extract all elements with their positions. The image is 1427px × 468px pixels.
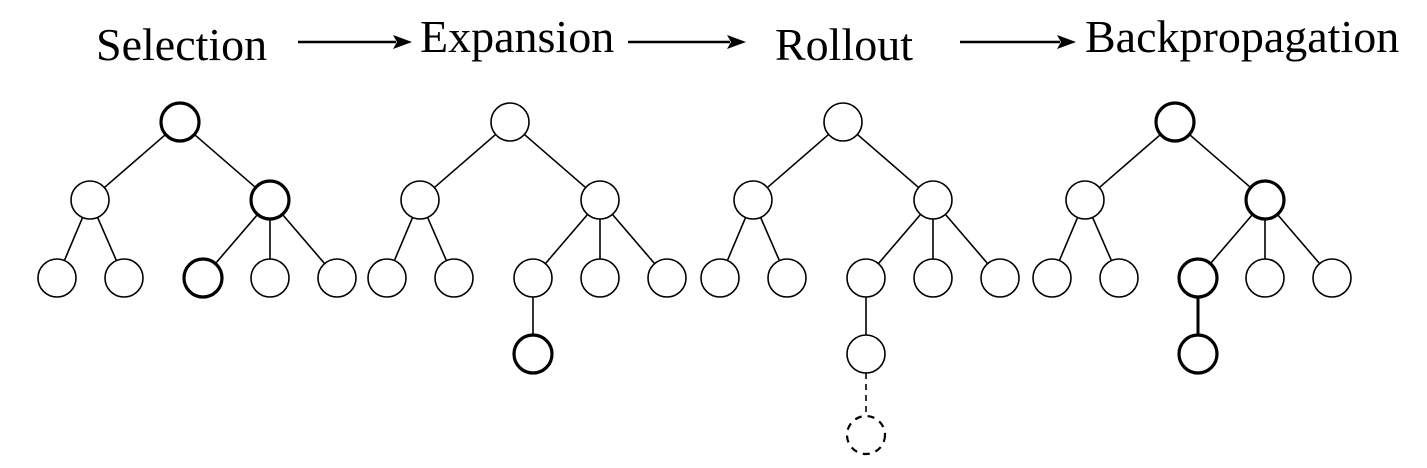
node-selection-root [159,101,201,143]
edge-selection-root-L [103,133,167,189]
edge-selection-L-L2 [96,217,118,261]
node-expansion-R3 [647,258,687,298]
node-expansion-R2 [580,258,620,298]
edge-selection-R-R1 [214,213,259,265]
node-expansion-L [400,180,440,220]
edge-rollout-R-R3 [944,213,989,265]
trees-group [37,101,1352,456]
node-rollout-R2 [913,258,953,298]
edge-backpropagation-R-R3 [1276,213,1321,265]
node-backpropagation-R [1244,179,1286,221]
node-expansion-E [512,333,554,375]
node-rollout-root [823,102,863,142]
arrow-selection-to-expansion [298,35,412,49]
edge-rollout-root-R [856,133,920,189]
edge-expansion-R-R1 [544,213,589,265]
node-backpropagation-L1 [1032,258,1072,298]
node-selection-L2 [104,258,144,298]
edge-backpropagation-root-R [1188,133,1252,189]
node-backpropagation-L [1065,180,1105,220]
edge-backpropagation-root-L [1098,133,1162,189]
node-selection-R1 [182,257,224,299]
stage-title-selection: Selection [96,19,267,70]
edge-backpropagation-L-L1 [1058,217,1079,261]
node-rollout-R1 [846,258,886,298]
tree-rollout [700,102,1020,456]
edge-selection-L-L1 [63,217,84,261]
stage-title-rollout: Rollout [775,19,913,70]
node-expansion-R [580,180,620,220]
node-backpropagation-root [1154,101,1196,143]
node-backpropagation-R1 [1177,257,1219,299]
node-selection-L1 [37,258,77,298]
node-selection-R [249,179,291,221]
node-expansion-L2 [434,258,474,298]
edge-rollout-root-L [766,133,830,189]
stage-title-expansion: Expansion [420,11,614,62]
edge-expansion-L-L2 [426,217,448,261]
tree-selection [37,101,357,299]
arrow-rollout-to-backpropagation [960,35,1076,49]
node-rollout-L1 [700,258,740,298]
edge-expansion-root-L [433,133,497,189]
node-backpropagation-R2 [1245,258,1285,298]
edge-expansion-L-L1 [393,217,414,261]
edge-backpropagation-L-L2 [1091,217,1113,261]
node-backpropagation-L2 [1099,258,1139,298]
node-selection-R2 [250,258,290,298]
node-backpropagation-E [1177,333,1219,375]
tree-expansion [367,102,687,375]
node-rollout-L2 [767,258,807,298]
stage-title-backpropagation: Backpropagation [1085,11,1399,62]
edge-expansion-R-R3 [611,213,656,265]
arrow-expansion-to-rollout [628,35,746,49]
edge-backpropagation-R-R1 [1209,213,1254,265]
tree-backpropagation [1032,101,1352,375]
node-expansion-root [490,102,530,142]
node-expansion-L1 [367,258,407,298]
node-rollout-L [733,180,773,220]
node-rollout-R3 [980,258,1020,298]
node-backpropagation-R3 [1312,258,1352,298]
node-rollout-E [846,334,886,374]
edge-rollout-L-L1 [726,217,747,261]
edge-expansion-root-R [523,133,587,189]
node-rollout-R [913,180,953,220]
edge-rollout-R-R1 [877,213,922,265]
node-rollout-D [845,414,887,456]
node-expansion-R1 [513,258,553,298]
edge-selection-root-R [193,133,257,189]
node-selection-L [70,180,110,220]
edge-rollout-L-L2 [759,217,781,261]
node-selection-R3 [317,258,357,298]
edge-selection-R-R3 [281,213,326,265]
